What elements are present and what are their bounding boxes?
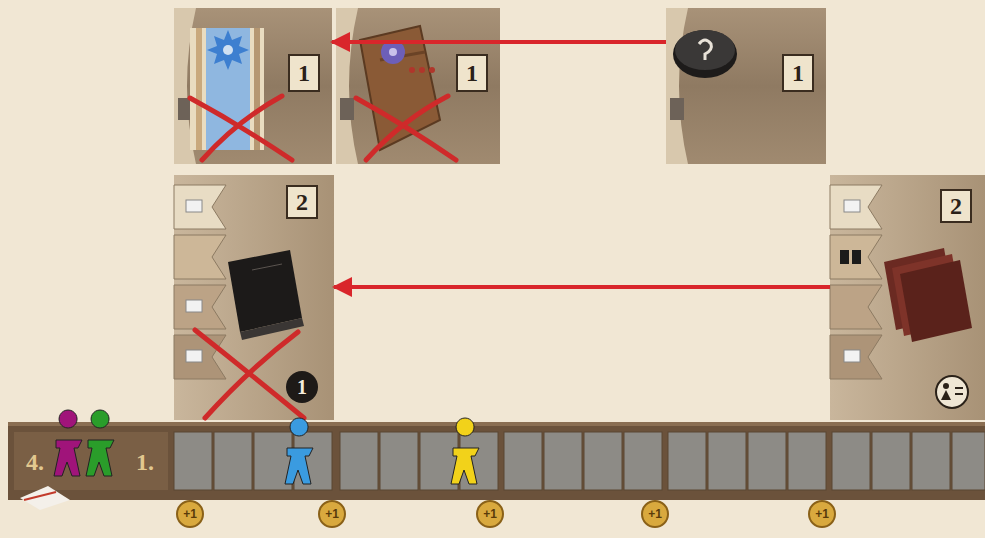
value-number: 2	[940, 189, 972, 223]
move-arrow	[332, 40, 666, 44]
book-card: 2	[830, 175, 985, 420]
value-number: 2	[286, 185, 318, 219]
value-number: 1	[456, 54, 488, 92]
bonus-coin: +1	[641, 500, 669, 528]
bonus-coin: +1	[476, 500, 504, 528]
value-number: 1	[288, 54, 320, 92]
cross-mark	[190, 96, 456, 418]
book-card: 21	[174, 175, 334, 420]
bonus-coin: +1	[176, 500, 204, 528]
move-arrow	[334, 285, 830, 289]
tile-art	[174, 8, 826, 164]
upgrade-tile: 1	[174, 8, 332, 164]
card-art	[174, 175, 985, 420]
upgrade-tile: 1	[336, 8, 500, 164]
track-position: 1.	[136, 450, 154, 474]
meeple	[54, 410, 479, 484]
upgrade-tile: 1	[666, 8, 826, 164]
track-position: 4.	[26, 450, 44, 474]
value-number: 1	[782, 54, 814, 92]
bonus-coin: +1	[808, 500, 836, 528]
cost-number: 1	[286, 371, 318, 403]
score-track	[8, 422, 985, 510]
bonus-coin: +1	[318, 500, 346, 528]
